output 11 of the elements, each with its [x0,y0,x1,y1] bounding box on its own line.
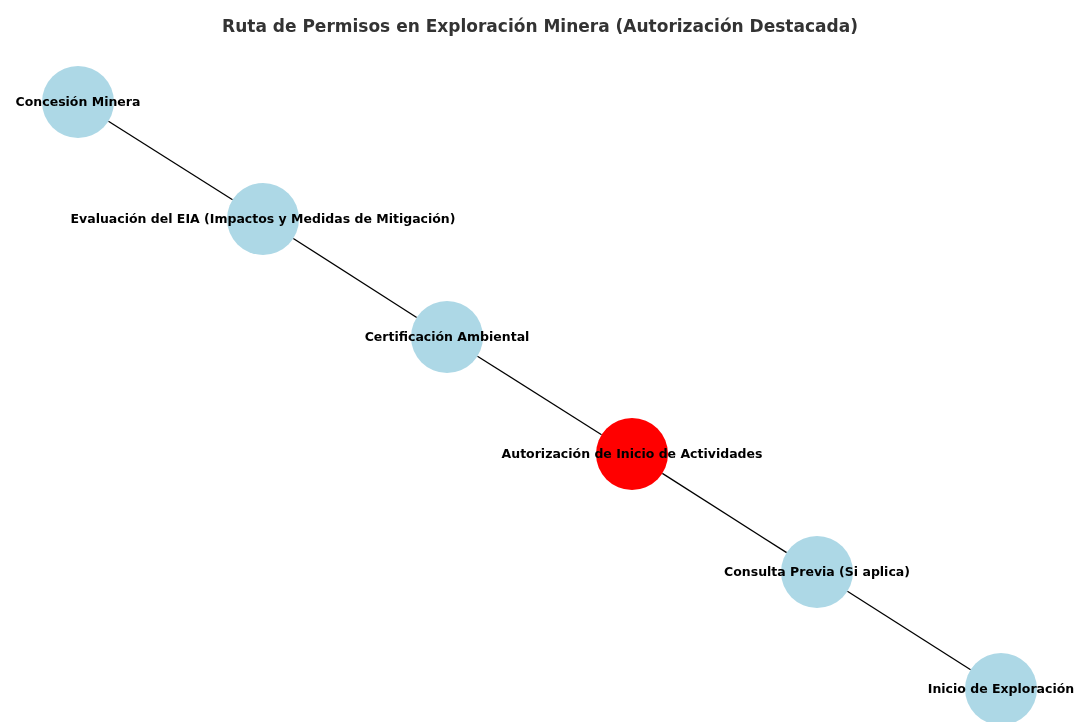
node-label: Concesión Minera [15,92,141,111]
connector-line [846,590,972,671]
connector-line [107,120,234,201]
node-label: Inicio de Exploración [927,679,1075,698]
node-label: Certificación Ambiental [364,327,530,346]
node-label: Evaluación del EIA (Impactos y Medidas de Mitigación) [70,209,456,228]
connector-line [661,472,788,554]
connector-line [292,237,418,319]
connector-line [476,355,603,436]
diagram-title: Ruta de Permisos en Exploración Minera (Autorización Destacada) [222,15,858,38]
node-label: Consulta Previa (Si aplica) [724,562,910,581]
